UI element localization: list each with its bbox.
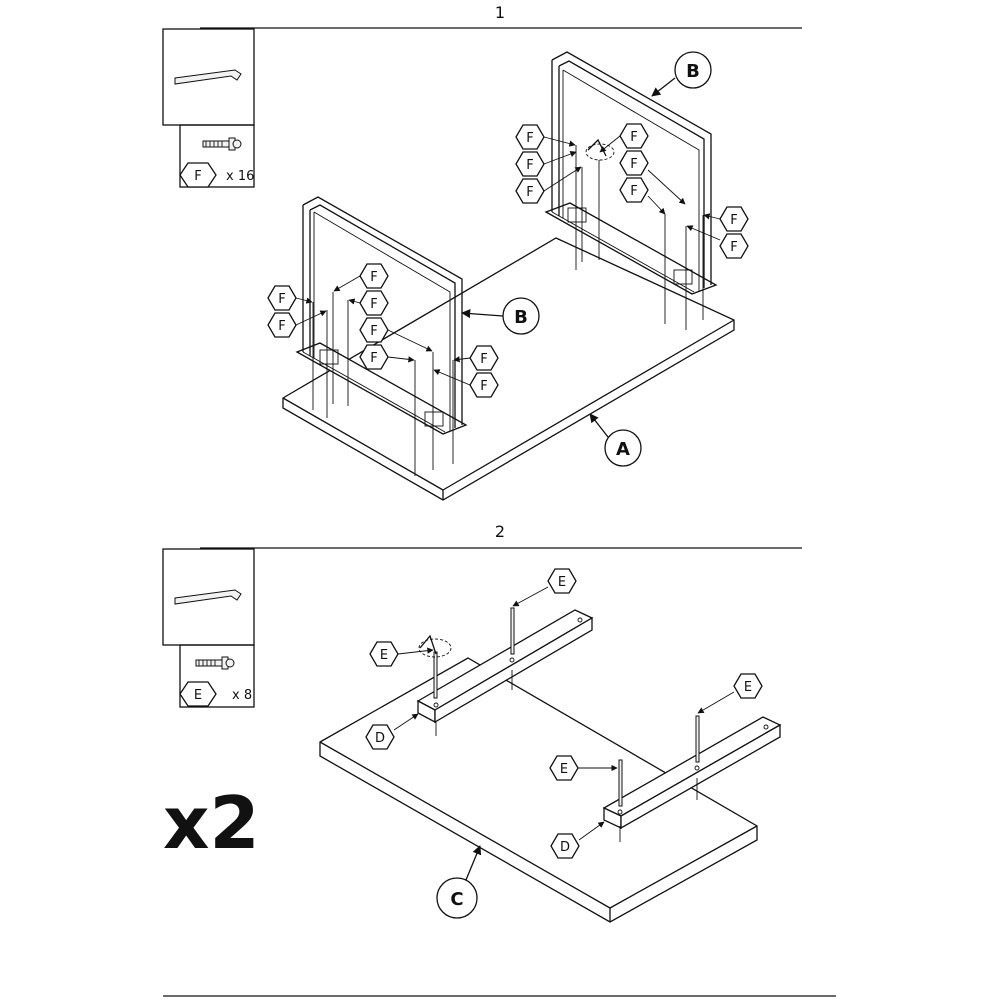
svg-text:F: F <box>480 379 487 394</box>
svg-text:F: F <box>730 213 737 228</box>
svg-text:F: F <box>278 319 285 334</box>
callout-f: F <box>515 166 582 204</box>
callout-c: C <box>436 845 482 919</box>
callout-f: F <box>453 345 499 371</box>
svg-text:F: F <box>370 324 377 339</box>
callout-f: F <box>359 317 433 352</box>
callout-f-group-right: F F F F F <box>515 123 749 259</box>
svg-text:F: F <box>526 131 533 146</box>
svg-text:F: F <box>194 169 201 184</box>
callout-f-group-left: F F F F F <box>267 263 499 398</box>
callout-f: F <box>267 285 313 311</box>
svg-text:D: D <box>375 731 385 746</box>
svg-text:F: F <box>630 184 637 199</box>
hardware-box: E x 8 <box>162 548 255 708</box>
callout-a: A <box>589 413 642 467</box>
callout-f: F <box>703 206 749 232</box>
hardware-quantity: x 16 <box>226 169 254 184</box>
callout-e: E <box>549 755 618 781</box>
callout-e: E <box>369 641 434 667</box>
callout-d: D <box>550 821 605 859</box>
step-number: 2 <box>495 522 505 541</box>
bolt-icon <box>195 656 235 670</box>
callout-f: F <box>267 310 327 338</box>
svg-text:E: E <box>744 680 752 695</box>
callout-e: E <box>697 673 763 714</box>
screw-guides <box>418 607 700 842</box>
step-number: 1 <box>495 3 505 22</box>
part-label-hex: E <box>179 681 217 707</box>
screw-guides <box>312 145 704 476</box>
bolt-icon <box>202 137 242 151</box>
svg-text:E: E <box>194 688 202 703</box>
svg-text:E: E <box>380 648 388 663</box>
step-2: 2 E x 8 x2 <box>162 522 836 997</box>
tabletop-a <box>282 237 735 501</box>
svg-text:F: F <box>526 158 533 173</box>
svg-text:F: F <box>630 157 637 172</box>
svg-text:E: E <box>560 762 568 777</box>
svg-text:E: E <box>558 575 566 590</box>
svg-text:B: B <box>514 307 528 328</box>
svg-text:F: F <box>526 185 533 200</box>
svg-text:A: A <box>616 439 630 460</box>
rail-d-bottom <box>602 716 782 830</box>
svg-text:F: F <box>370 297 377 312</box>
multiplier-label: x2 <box>163 781 260 865</box>
rail-d-top <box>416 609 594 724</box>
callout-f: F <box>599 123 649 153</box>
callout-f: F <box>348 290 389 316</box>
callout-f: F <box>515 124 576 150</box>
svg-text:B: B <box>686 61 700 82</box>
callout-e: E <box>512 568 577 607</box>
svg-text:F: F <box>730 240 737 255</box>
svg-text:F: F <box>370 351 377 366</box>
allen-key-icon <box>174 69 242 85</box>
callout-d: D <box>365 713 419 750</box>
allen-key-icon <box>174 589 242 605</box>
part-label-hex: F <box>179 162 217 188</box>
svg-text:F: F <box>480 352 487 367</box>
callout-b-mid: B <box>461 297 540 335</box>
callout-f: F <box>333 263 389 292</box>
callout-f: F <box>515 151 577 177</box>
svg-text:C: C <box>450 889 463 910</box>
svg-text:F: F <box>370 270 377 285</box>
svg-text:D: D <box>560 840 570 855</box>
svg-text:F: F <box>278 292 285 307</box>
svg-text:F: F <box>630 130 637 145</box>
hardware-box: F x 16 <box>162 28 255 188</box>
callout-f: F <box>359 344 415 370</box>
panel-c <box>319 657 758 923</box>
callout-f: F <box>619 177 666 215</box>
callout-f: F <box>686 225 749 259</box>
callout-b-top: B <box>651 51 712 97</box>
step-1: 1 F x 16 <box>162 3 802 501</box>
hardware-quantity: x 8 <box>232 688 252 703</box>
callout-f: F <box>619 150 686 205</box>
callout-f: F <box>433 369 499 398</box>
frame-right <box>544 51 718 295</box>
